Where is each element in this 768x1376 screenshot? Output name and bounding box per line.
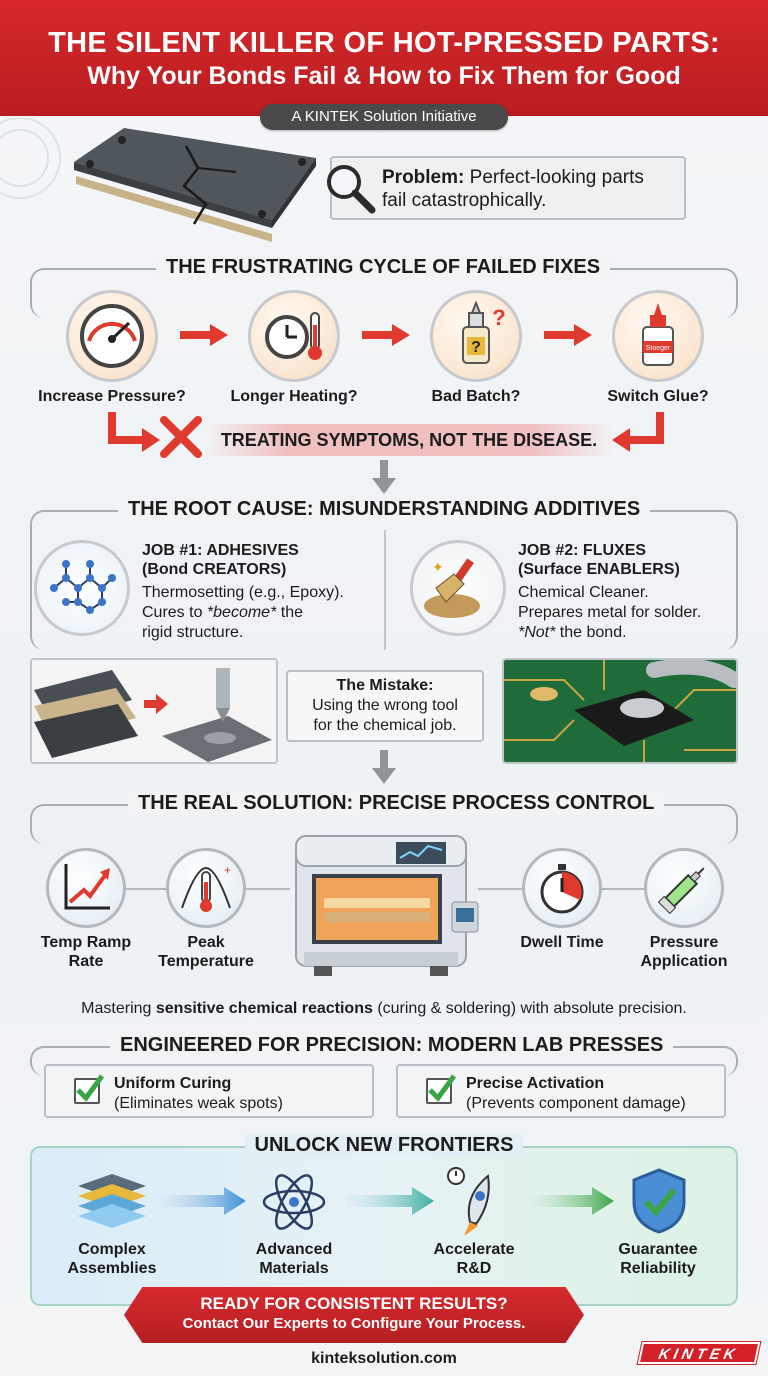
- down-arrow-icon: [372, 750, 396, 784]
- job1-text: Cures to *become* the: [142, 604, 303, 621]
- solution-title: THE REAL SOLUTION: PRECISE PROCESS CONTR…: [128, 792, 665, 815]
- tagline-badge: A KINTEK Solution Initiative: [260, 104, 508, 130]
- divider: [384, 530, 386, 650]
- feature-card: Uniform Curing (Eliminates weak spots): [44, 1064, 374, 1118]
- cracked-panel-image: [74, 128, 316, 242]
- cycle-title: THE FRUSTRATING CYCLE OF FAILED FIXES: [156, 256, 611, 279]
- stopwatch-icon: [522, 848, 602, 928]
- frontier-arrow-icon: [346, 1187, 434, 1215]
- solution-caption: Mastering sensitive chemical reactions (…: [81, 1000, 687, 1017]
- down-arrow-icon: [372, 460, 396, 494]
- check-icon: [74, 1074, 104, 1104]
- root-cause-title: THE ROOT CAUSE: MISUNDERSTANDING ADDITIV…: [118, 498, 651, 521]
- feature-card: Precise Activation (Prevents component d…: [396, 1064, 726, 1118]
- rocket-icon: [447, 1167, 490, 1236]
- frontier-arrow-icon: [158, 1187, 246, 1215]
- page-title: THE SILENT KILLER OF HOT-PRESSED PARTS:: [48, 27, 720, 59]
- job1-text: Thermosetting (e.g., Epoxy).: [142, 584, 344, 601]
- cycle-step-label: Increase Pressure?: [38, 388, 186, 405]
- mistake-line2: for the chemical job.: [313, 717, 457, 734]
- cycle-step-label: Longer Heating?: [230, 388, 358, 405]
- cross-mark-icon: [160, 416, 202, 458]
- pressure-gauge-icon: [66, 290, 158, 382]
- svg-text:+: +: [224, 863, 231, 877]
- frontier-arrow-icon: [526, 1187, 614, 1215]
- job1-subtitle: (Bond CREATORS): [142, 561, 287, 578]
- syringe-icon: [644, 848, 724, 928]
- solder-pcb-image: [502, 658, 738, 764]
- atom-icon: [262, 1174, 326, 1230]
- feature-sub: (Prevents component damage): [466, 1095, 686, 1112]
- decorative-rings-icon: [0, 118, 61, 199]
- mistake-line1: Using the wrong tool: [312, 697, 458, 714]
- return-arrow-right-icon: [612, 412, 664, 452]
- frontiers-title-wrap: UNLOCK NEW FRONTIERS: [0, 1134, 768, 1157]
- cta-headline: READY FOR CONSISTENT RESULTS?: [200, 1294, 508, 1313]
- problem-text-line2: fail catastrophically.: [382, 190, 547, 211]
- check-icon: [426, 1074, 456, 1104]
- glue-bottle-icon: Stoeger: [612, 290, 704, 382]
- job1-text: rigid structure.: [142, 624, 244, 641]
- magnifier-icon: [327, 165, 376, 214]
- kintek-logo: KINTEK: [636, 1341, 762, 1365]
- job2-text: Prepares metal for solder.: [518, 604, 702, 621]
- cycle-step-label: Bad Batch?: [431, 388, 521, 405]
- clock-thermometer-icon: [248, 290, 340, 382]
- symptoms-banner: TREATING SYMPTOMS, NOT THE DISEASE.: [204, 424, 614, 456]
- job2-title: JOB #2: FLUXES: [518, 542, 647, 559]
- frontiers-panel: [30, 1146, 738, 1306]
- param-label: Dwell Time: [520, 934, 604, 951]
- problem-text-line1: Perfect-looking parts: [469, 167, 644, 188]
- feature-title: Precise Activation: [466, 1075, 605, 1092]
- lab-press-machine-image: [295, 835, 479, 976]
- temp-ramp-chart-icon: [46, 848, 126, 928]
- feature-sub: (Eliminates weak spots): [114, 1095, 283, 1112]
- cycle-arrow-2-icon: [362, 324, 410, 346]
- header-banner: THE SILENT KILLER OF HOT-PRESSED PARTS: …: [0, 0, 768, 116]
- feature-title: Uniform Curing: [114, 1075, 232, 1092]
- page-subtitle: Why Your Bonds Fail & How to Fix Them fo…: [87, 62, 681, 90]
- svg-text:✦: ✦: [432, 560, 444, 576]
- problem-callout: Problem: Perfect-looking parts fail cata…: [330, 156, 686, 220]
- frontiers-title: UNLOCK NEW FRONTIERS: [244, 1134, 524, 1156]
- svg-text:?: ?: [471, 339, 481, 356]
- job2-subtitle: (Surface ENABLERS): [518, 561, 680, 578]
- adhesive-application-image: [30, 658, 278, 764]
- bottle-brand-label: Stoeger: [646, 345, 671, 352]
- return-arrow-left-icon: [108, 412, 160, 452]
- cycle-step-label: Switch Glue?: [607, 388, 709, 405]
- problem-label: Problem:: [382, 167, 465, 188]
- mistake-callout: The Mistake: Using the wrong tool for th…: [286, 670, 484, 742]
- shield-check-icon: [632, 1168, 686, 1234]
- engineered-title: ENGINEERED FOR PRECISION: MODERN LAB PRE…: [110, 1034, 674, 1057]
- question-bottle-icon: ? ?: [430, 290, 522, 382]
- cta-banner[interactable]: READY FOR CONSISTENT RESULTS? Contact Ou…: [124, 1287, 584, 1343]
- layers-icon: [78, 1174, 146, 1228]
- job2-block: JOB #2: FLUXES (Surface ENABLERS) Chemic…: [518, 541, 754, 643]
- job1-title: JOB #1: ADHESIVES: [142, 542, 299, 559]
- cycle-arrow-3-icon: [544, 324, 592, 346]
- job2-text: *Not* the bond.: [518, 624, 627, 641]
- job2-text: Chemical Cleaner.: [518, 584, 649, 601]
- cycle-arrow-1-icon: [180, 324, 228, 346]
- peak-thermometer-icon: +: [166, 848, 246, 928]
- svg-text:?: ?: [492, 305, 505, 330]
- job1-block: JOB #1: ADHESIVES (Bond CREATORS) Thermo…: [142, 541, 382, 643]
- molecule-icon: [34, 540, 130, 636]
- flux-brush-icon: ✦: [410, 540, 506, 636]
- footer-url-link[interactable]: kinteksolution.com: [311, 1350, 457, 1367]
- cta-subline: Contact Our Experts to Configure Your Pr…: [182, 1315, 526, 1332]
- mistake-title: The Mistake:: [336, 677, 434, 694]
